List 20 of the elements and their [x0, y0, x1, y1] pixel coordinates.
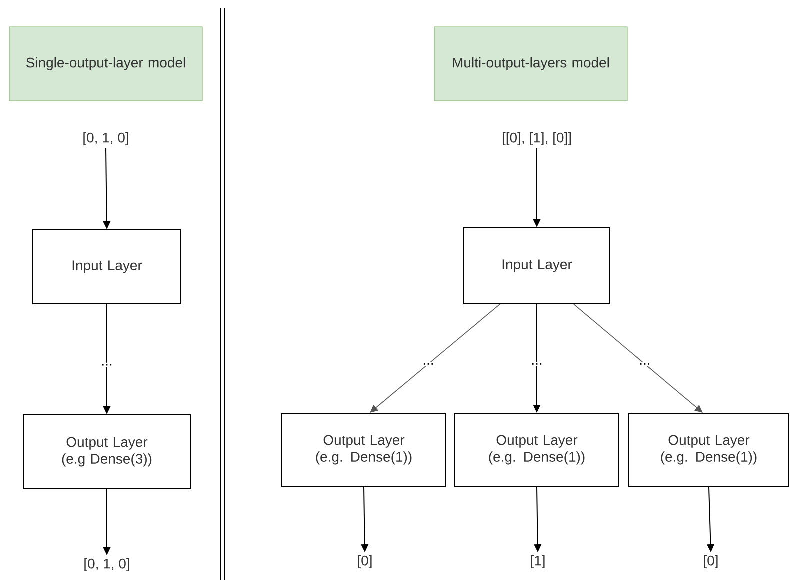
- edge-label: ...: [530, 362, 544, 366]
- vector-label: [0]: [704, 555, 718, 569]
- arrow: [574, 304, 703, 413]
- arrow: [370, 304, 500, 413]
- layer-box: Output Layer (e.g. Dense(1)): [282, 413, 446, 487]
- edge-label: ...: [100, 362, 114, 368]
- layer-box: Input Layer: [464, 228, 610, 304]
- edge-label: ...: [638, 362, 652, 366]
- edge-label: ...: [421, 362, 436, 366]
- title-box: Multi-output-layers model: [434, 26, 628, 102]
- layer-box: Output Layer (e.g. Dense(1)): [454, 413, 620, 487]
- vector-label: [0, 1, 0]: [84, 132, 128, 146]
- layer-box: Input Layer: [32, 230, 182, 304]
- vector-label: [[0], [1], [0]]: [503, 132, 572, 146]
- vector-label: [0]: [358, 555, 372, 569]
- vector-label: [0, 1, 0]: [84, 558, 130, 572]
- title-box: Single-output-layer model: [9, 26, 203, 102]
- vector-label: [1]: [531, 555, 545, 569]
- layer-box: Output Layer (e.g Dense(3)): [23, 414, 191, 490]
- layer-box: Output Layer (e.g. Dense(1)): [628, 413, 790, 487]
